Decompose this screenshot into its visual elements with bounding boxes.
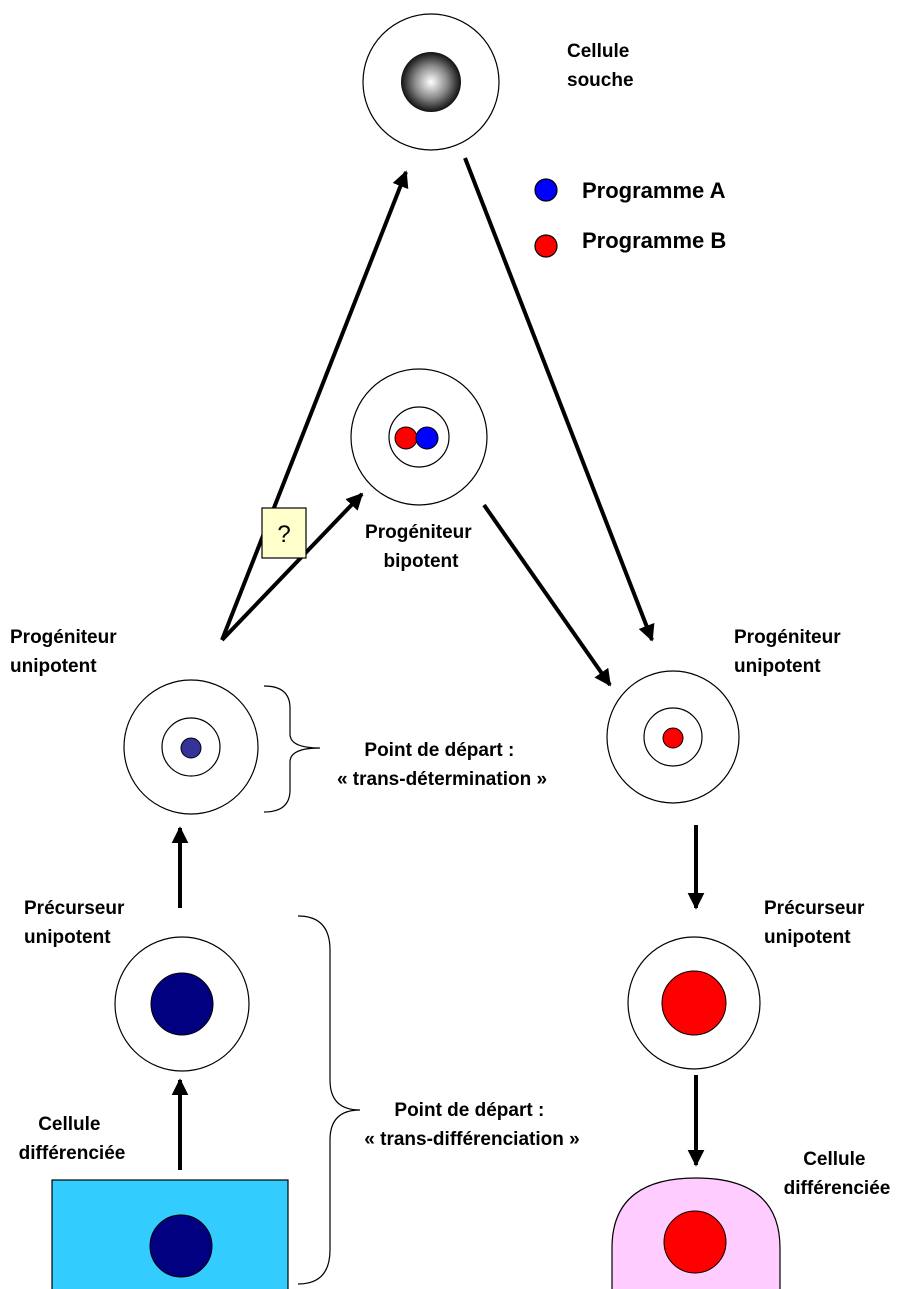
right-precursor-label: Précurseur unipotent xyxy=(764,898,870,948)
right-precursor-nucleus xyxy=(661,970,727,1036)
stem-cell-label: Cellule souche xyxy=(567,41,635,91)
arrow-stem-to-right-progenitor xyxy=(463,157,655,642)
arrows xyxy=(171,157,705,1170)
legend-swatch-program-a xyxy=(534,178,558,202)
stem-cell-nucleus xyxy=(401,52,461,112)
question-mark: ? xyxy=(277,521,290,548)
right-differentiated-nucleus xyxy=(663,1210,727,1274)
right-progenitor xyxy=(606,670,740,804)
legend: Programme A Programme B xyxy=(534,178,726,258)
trans-determination-label: Point de départ : « trans-détermination … xyxy=(337,740,547,790)
left-precursor-nucleus xyxy=(150,972,214,1036)
right-progenitor-nucleus xyxy=(662,727,684,749)
arrow-left-progenitor-to-stem xyxy=(220,170,409,641)
right-precursor xyxy=(627,936,761,1070)
left-differentiated-nucleus xyxy=(149,1214,213,1278)
left-progenitor-nucleus xyxy=(180,737,202,759)
trans-differentiation-label: Point de départ : « trans-différenciatio… xyxy=(364,1100,579,1150)
left-progenitor xyxy=(123,679,259,815)
left-precursor-label: Précurseur unipotent xyxy=(24,898,130,948)
bipotent-nucleus-program-a xyxy=(415,426,439,450)
bipotent-nucleus-program-b xyxy=(394,426,418,450)
trans-determination-brace xyxy=(263,685,321,813)
right-progenitor-label: Progéniteur unipotent xyxy=(734,627,846,677)
question-box: ? xyxy=(261,507,307,559)
bipotent-progenitor xyxy=(350,368,488,506)
right-differentiated-cell xyxy=(611,1177,781,1289)
legend-label-program-b: Programme B xyxy=(582,228,726,253)
legend-swatch-program-b xyxy=(534,234,558,258)
arrow-left-progenitor-to-bipotent xyxy=(220,492,364,642)
left-differentiated-label: Cellule différenciée xyxy=(19,1114,126,1164)
legend-label-program-a: Programme A xyxy=(582,178,726,203)
left-progenitor-label: Progéniteur unipotent xyxy=(10,627,122,677)
stem-cell xyxy=(362,13,500,151)
bipotent-progenitor-label: Progéniteur bipotent xyxy=(365,522,477,572)
left-differentiated-cell xyxy=(51,1179,289,1289)
trans-differentiation-brace xyxy=(297,915,361,1285)
right-differentiated-label: Cellule différenciée xyxy=(784,1149,891,1199)
arrow-bipotent-to-right-progenitor xyxy=(482,503,612,687)
left-precursor xyxy=(114,936,250,1072)
